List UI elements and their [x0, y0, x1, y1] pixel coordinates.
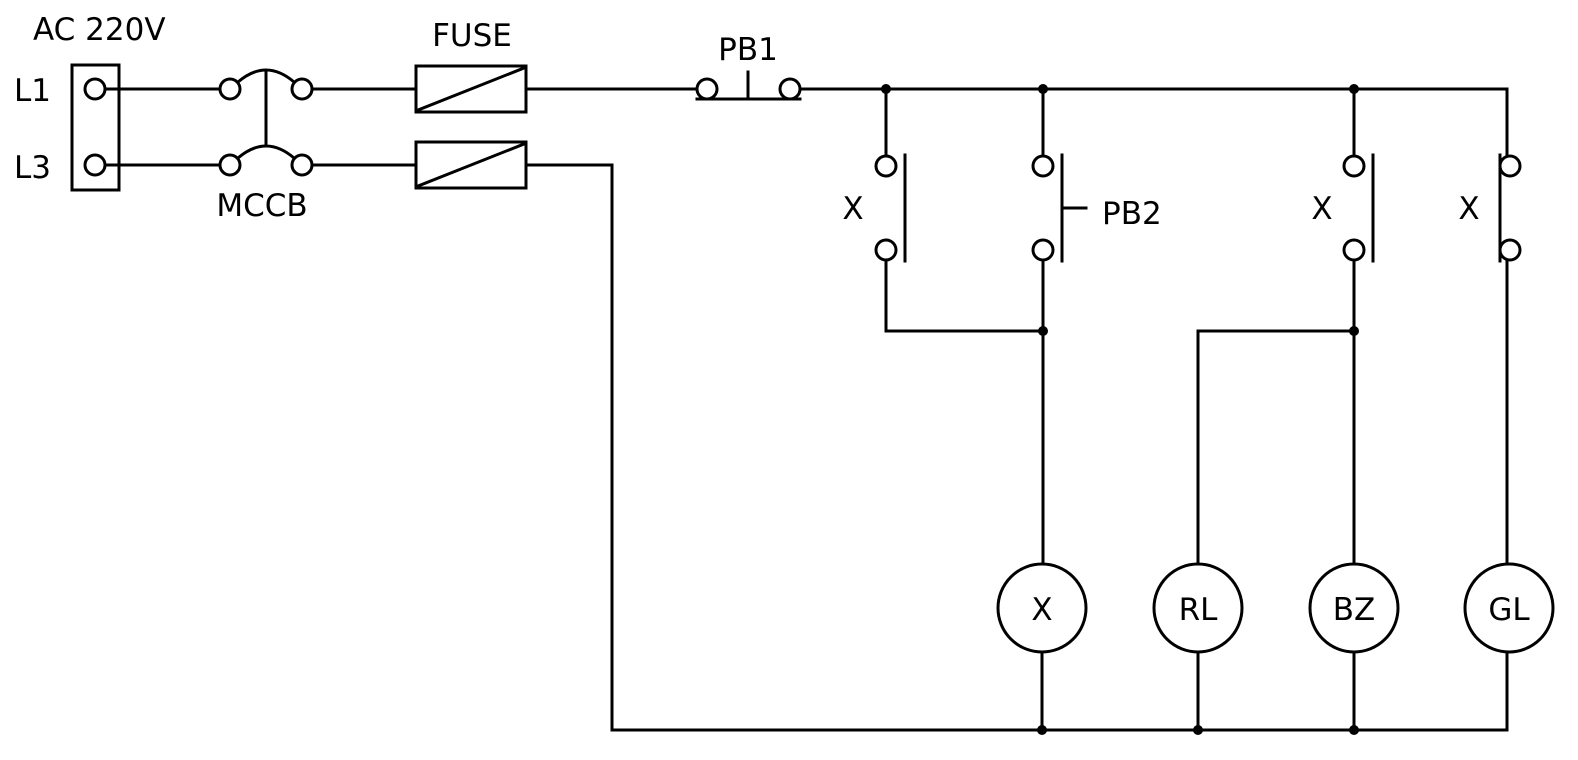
l1-label: L1 [14, 73, 51, 109]
fuse-l3 [414, 140, 528, 190]
pb1-label: PB1 [718, 32, 778, 68]
relay-coil-label: X [1031, 592, 1052, 628]
x-contact-label-1: X [842, 191, 863, 227]
green-lamp-gl: GL [1463, 562, 1555, 732]
mccb-breaker [218, 68, 314, 177]
green-lamp-label: GL [1488, 592, 1530, 628]
mccb-label: MCCB [216, 188, 307, 224]
fuse-l1 [414, 64, 528, 114]
red-lamp-rl: RL [1152, 562, 1244, 732]
x-contact-3 [1498, 87, 1522, 566]
x-contact-label-2: X [1311, 191, 1332, 227]
pb2-label: PB2 [1102, 196, 1162, 232]
supply-label: AC 220V [33, 12, 166, 48]
pb2-pushbutton [1031, 87, 1088, 566]
x-contact-2 [1196, 87, 1375, 566]
red-lamp-label: RL [1179, 592, 1219, 628]
x-contact-label-3: X [1458, 191, 1479, 227]
l3-wiring [103, 163, 1509, 732]
relay-coil-x: X [996, 562, 1088, 732]
l3-label: L3 [14, 150, 51, 186]
fuse-label: FUSE [432, 18, 512, 54]
terminal-block [70, 63, 121, 192]
buzzer-label: BZ [1333, 592, 1376, 628]
buzzer-bz: BZ [1308, 562, 1400, 732]
x-contact-1 [874, 87, 1045, 333]
junction-dots [881, 84, 1359, 735]
pb1-pushbutton [695, 70, 802, 101]
